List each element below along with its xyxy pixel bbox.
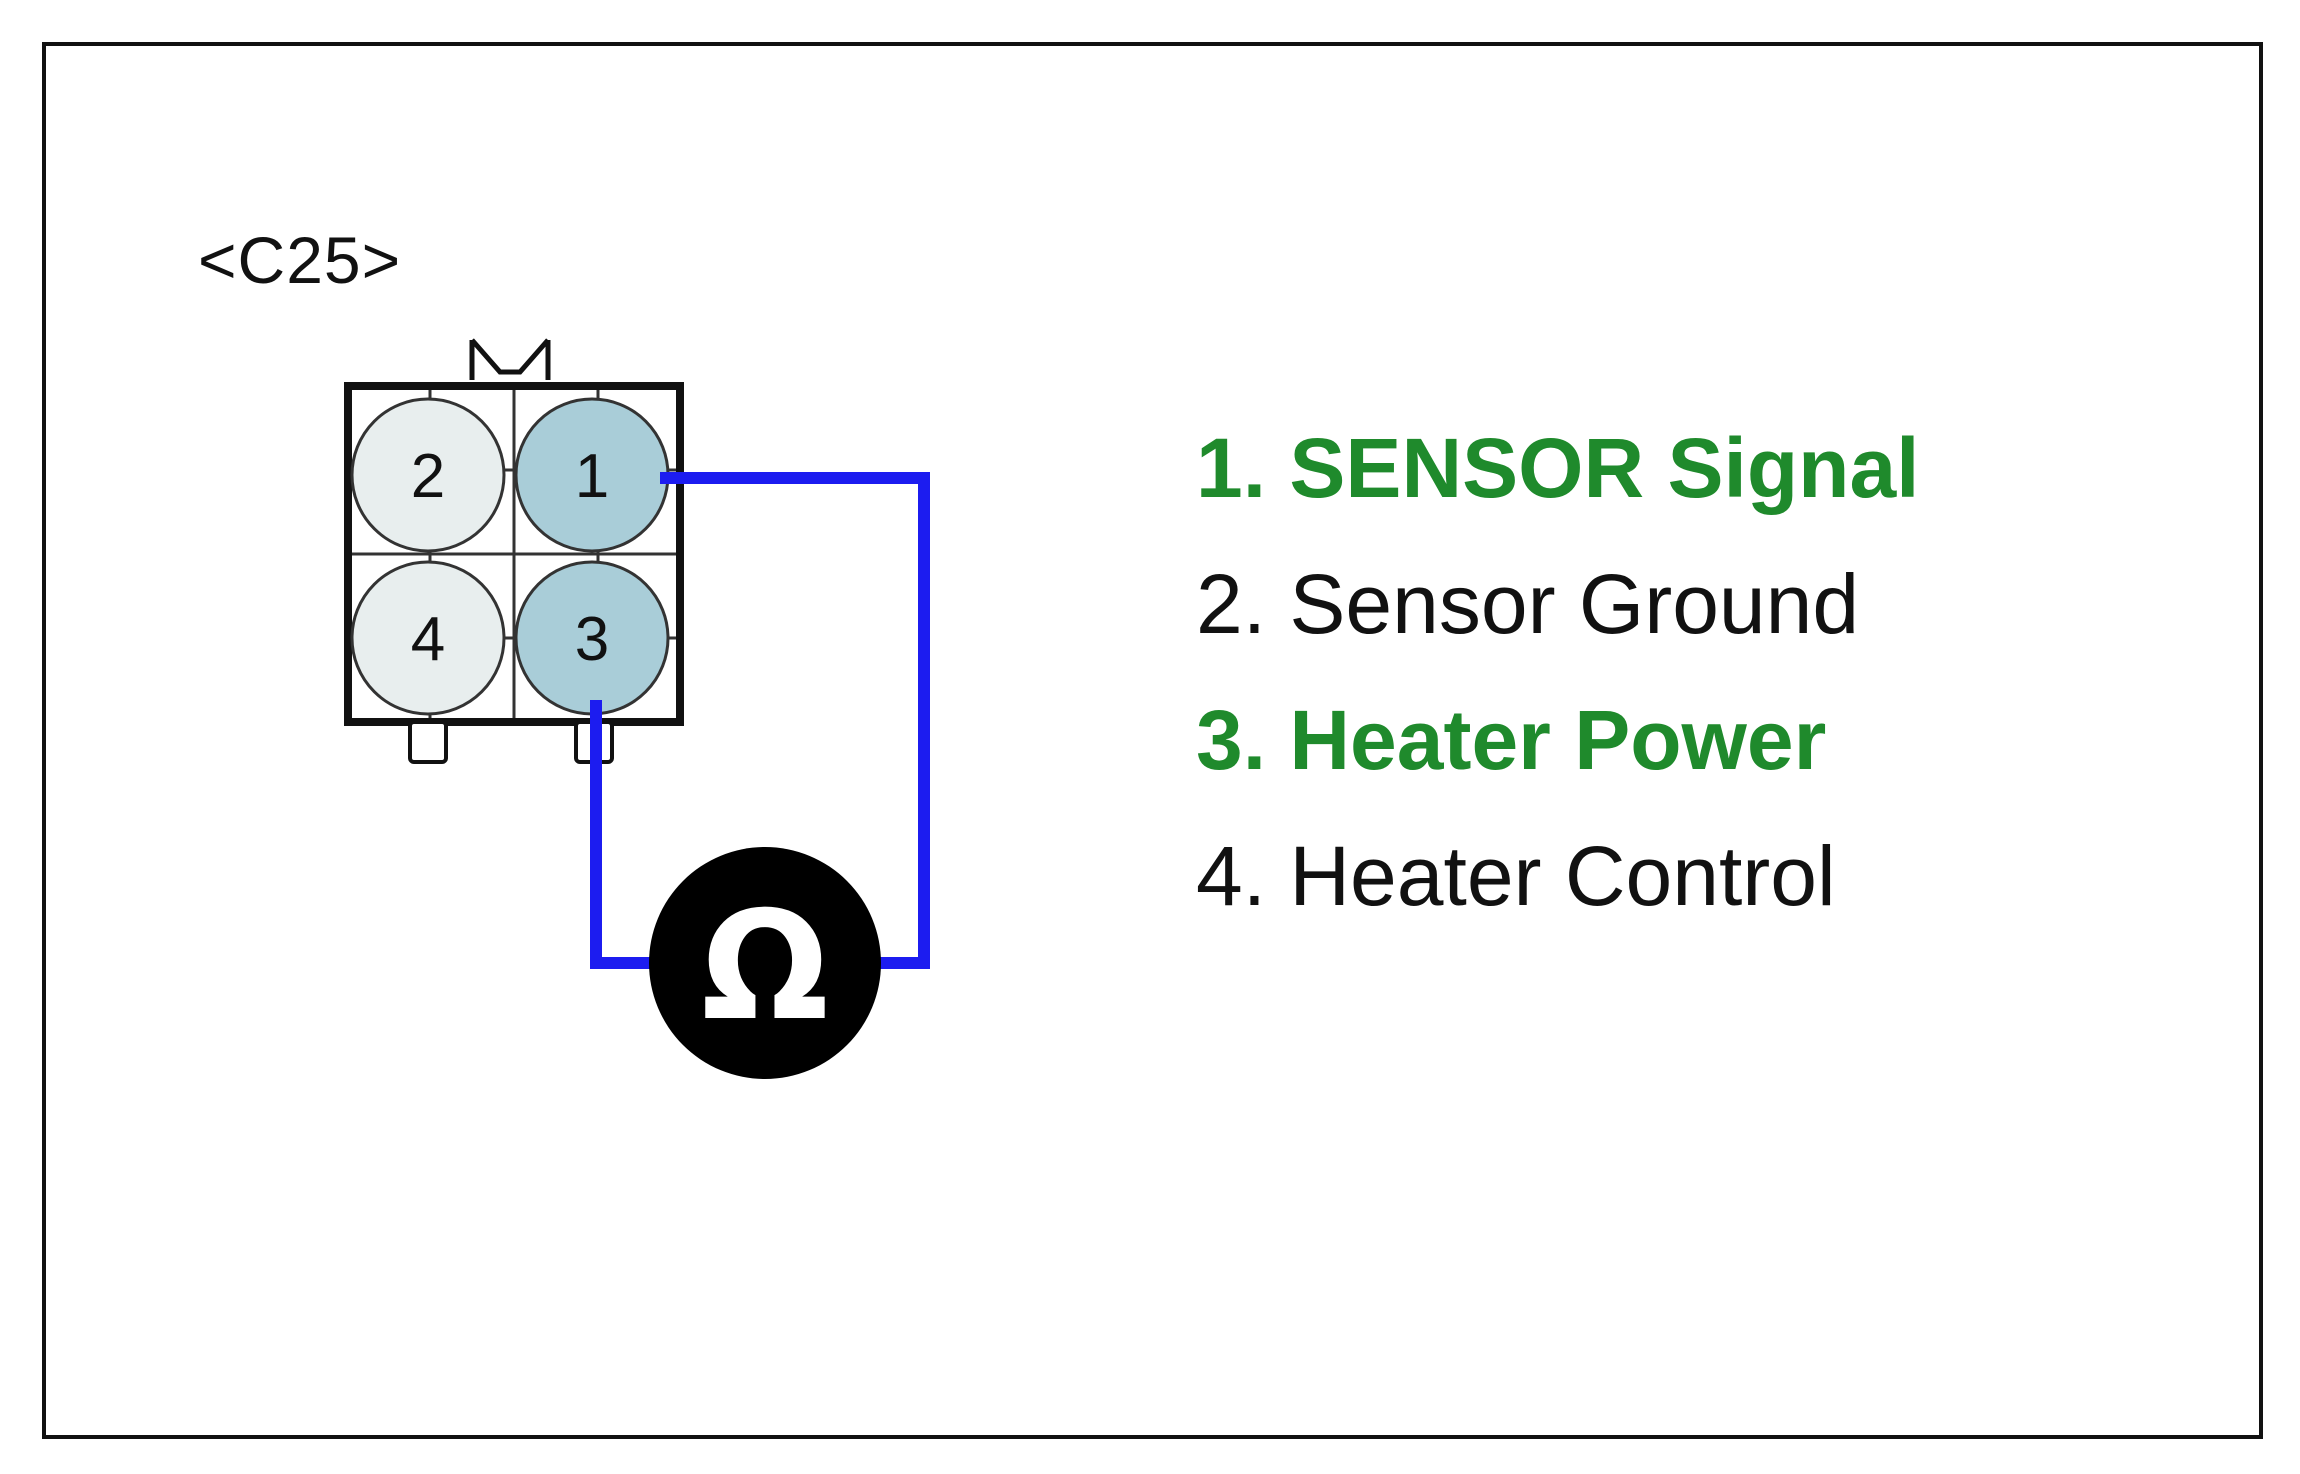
probe-wire-pin-3: [590, 700, 660, 969]
ohmmeter-icon: Ω: [649, 847, 881, 1079]
ohm-symbol: Ω: [701, 880, 829, 1054]
pin-number: 2: [411, 442, 445, 511]
connector-label: <C25>: [198, 223, 402, 297]
pin-2: 2: [350, 397, 506, 553]
legend-item-pin-1: 1. SENSOR Signal: [1196, 421, 1920, 515]
diagram-frame: [42, 42, 2263, 1439]
legend-item-pin-4: 4. Heater Control: [1196, 829, 1836, 923]
pin-4: 4: [350, 560, 506, 716]
pin-3: 3: [514, 560, 670, 716]
probe-wire-pin-1: [660, 472, 930, 969]
connector-terminal-tab: [408, 720, 448, 764]
pin-legend: 1. SENSOR Signal 2. Sensor Ground 3. Hea…: [1196, 418, 1920, 962]
legend-item-pin-3: 3. Heater Power: [1196, 693, 1827, 787]
connector-lock-tab: [469, 338, 551, 380]
legend-item-pin-2: 2. Sensor Ground: [1196, 557, 1860, 651]
pin-number: 1: [575, 442, 609, 511]
pin-number: 4: [411, 605, 445, 674]
pin-1: 1: [514, 397, 670, 553]
pin-number: 3: [575, 605, 609, 674]
